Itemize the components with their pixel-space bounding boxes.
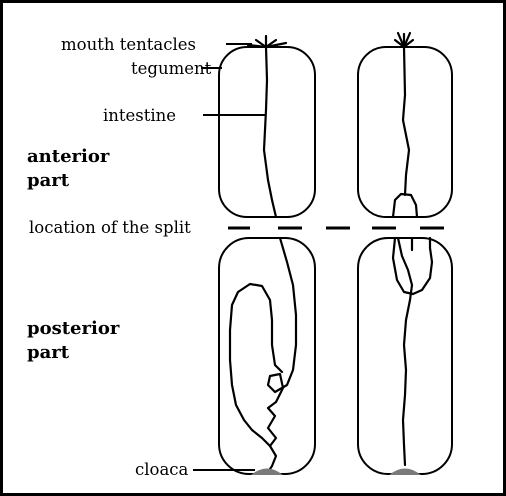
label-anterior-part-line1: anterior [27, 146, 110, 167]
label-intestine: intestine [103, 106, 176, 125]
label-cloaca: cloaca [135, 460, 189, 479]
label-anterior-part-line2: part [27, 170, 70, 191]
label-posterior-part-line2: part [27, 342, 70, 363]
label-location-of-split: location of the split [29, 218, 191, 237]
label-posterior-part-line1: posterior [27, 318, 120, 339]
label-tegument: tegument [131, 59, 212, 78]
label-mouth-tentacles: mouth tentacles [61, 35, 196, 54]
